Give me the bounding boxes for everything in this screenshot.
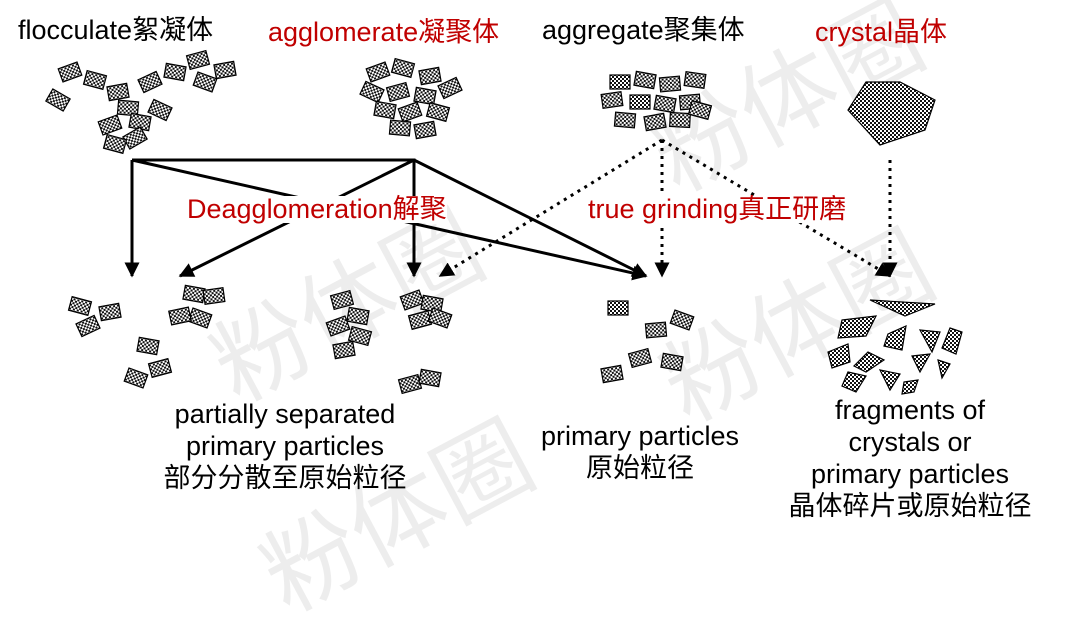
particle xyxy=(385,81,411,103)
caption-primary-particles: primary particles 原始粒径 xyxy=(540,421,740,483)
particle xyxy=(658,75,682,93)
particle xyxy=(185,49,211,71)
label-flocculate: flocculate絮凝体 xyxy=(18,15,214,45)
particle xyxy=(182,284,206,304)
particle xyxy=(123,367,149,389)
particle xyxy=(600,90,624,110)
particle xyxy=(57,61,83,83)
agglom-cluster xyxy=(359,57,463,140)
particle xyxy=(329,289,355,311)
particle xyxy=(346,306,370,326)
particle xyxy=(600,364,624,384)
particle xyxy=(116,99,140,117)
aggr-cluster xyxy=(600,70,713,132)
caption-fragments: fragments of crystals or primary particl… xyxy=(788,395,1032,521)
particle xyxy=(687,99,713,121)
crystal-shape xyxy=(847,81,936,146)
particle xyxy=(643,112,667,132)
particle xyxy=(325,315,351,337)
particle xyxy=(147,357,173,379)
particle xyxy=(613,111,637,129)
particle xyxy=(106,82,130,102)
particle xyxy=(425,101,451,123)
crystal-fragments xyxy=(827,299,963,395)
particle xyxy=(122,126,148,150)
particle xyxy=(359,80,385,104)
partial-left xyxy=(67,284,226,389)
particle xyxy=(633,70,657,90)
particle xyxy=(67,295,93,317)
particle xyxy=(187,307,213,329)
particle xyxy=(644,321,668,339)
floc-cluster xyxy=(45,49,237,155)
particle xyxy=(629,94,651,110)
particle xyxy=(102,133,128,155)
particle xyxy=(653,94,677,114)
primary-bottom xyxy=(600,300,695,384)
particle xyxy=(388,119,412,137)
particle-groups xyxy=(45,49,713,395)
partial-mid xyxy=(325,289,453,395)
particle xyxy=(609,74,631,90)
particle xyxy=(669,111,691,129)
arrow-aggr-left xyxy=(438,138,663,278)
particle xyxy=(420,294,444,314)
arrow-agglom-right xyxy=(413,158,648,278)
particle xyxy=(397,101,423,123)
particle xyxy=(683,70,707,90)
particle xyxy=(136,336,160,356)
particle xyxy=(399,289,425,311)
particle xyxy=(660,352,684,372)
dotted-arrows xyxy=(438,138,898,278)
particle xyxy=(413,86,437,106)
particle xyxy=(82,69,108,91)
particle xyxy=(669,309,695,331)
particle xyxy=(98,302,122,322)
label-crystal: crystal晶体 xyxy=(815,17,948,47)
particle xyxy=(418,368,442,388)
particle xyxy=(427,307,453,329)
particle xyxy=(365,61,391,83)
particle xyxy=(202,286,226,306)
particle xyxy=(137,70,163,94)
particle xyxy=(168,306,192,326)
particle xyxy=(97,114,123,136)
particle xyxy=(163,62,187,82)
diagram: 粉体圈 粉体圈 粉体圈 粉体圈 xyxy=(18,0,1032,634)
particle xyxy=(437,76,463,100)
particle xyxy=(332,340,356,360)
particle xyxy=(390,57,416,79)
caption-partially-separated: partially separated primary particles 部分… xyxy=(163,399,407,493)
label-agglomerate: agglomerate凝聚体 xyxy=(268,17,500,47)
diagram-graphics xyxy=(45,49,963,395)
particle xyxy=(607,300,629,316)
label-true-grinding: true grinding真正研磨 xyxy=(588,194,847,224)
particle xyxy=(192,71,218,93)
label-deagglomeration: Deagglomeration解聚 xyxy=(187,194,447,224)
particle xyxy=(213,60,237,80)
particle xyxy=(75,314,101,338)
particle xyxy=(627,347,653,369)
particle xyxy=(413,120,437,140)
particle xyxy=(147,98,173,122)
particle xyxy=(397,373,423,395)
particle xyxy=(347,325,373,347)
particle xyxy=(418,66,442,86)
particle xyxy=(45,88,71,112)
particle xyxy=(373,100,397,120)
label-aggregate: aggregate聚集体 xyxy=(542,15,745,45)
